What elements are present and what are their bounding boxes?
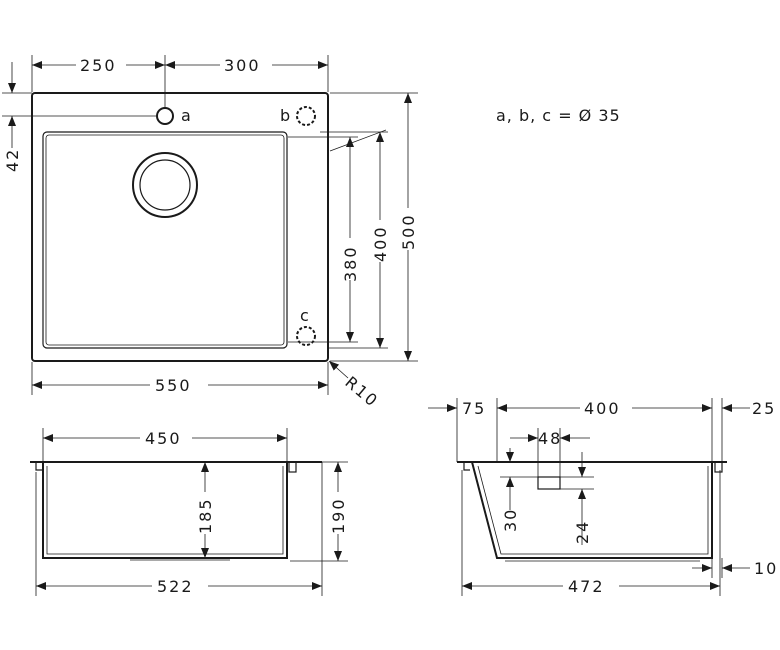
overflow-slot [537,476,561,490]
dim-400-depth: 400 [371,225,390,262]
dim-75: 75 [462,399,486,418]
sink-outer-rim [31,92,329,362]
hole-b-label: b [280,106,292,125]
dim-30: 30 [501,508,520,532]
dim-522: 522 [157,577,194,596]
tap-hole-c-icon [296,326,316,346]
dim-48: 48 [538,429,562,448]
tap-hole-b-icon [296,106,316,126]
front-bowl-profile [42,462,288,559]
dim-r10: R10 [341,373,382,412]
dim-25: 25 [752,399,776,418]
tap-hole-a-icon [156,107,174,125]
hole-c-label: c [300,306,311,325]
dim-24: 24 [573,520,592,544]
dim-185: 185 [196,497,215,534]
front-view: 450 185 190 522 [30,428,348,596]
dim-472: 472 [568,577,605,596]
dim-500: 500 [399,213,418,250]
holes-diameter-note: a, b, c = Ø 35 [496,106,621,125]
side-view: 75 400 25 48 30 24 472 10 [428,397,778,596]
hole-a-label: a [181,106,193,125]
dim-550: 550 [155,376,192,395]
top-view: a b c 250 300 42 380 400 [2,54,418,411]
dim-380: 380 [341,245,360,282]
dim-250: 250 [80,56,117,75]
side-bowl-profile [471,461,713,559]
dim-42: 42 [3,148,22,172]
sink-bowl [42,131,288,349]
drain-inner-ring [139,159,191,211]
drain-outer-ring [132,152,198,218]
dim-450: 450 [145,429,182,448]
dim-10: 10 [754,559,778,578]
dim-300: 300 [224,56,261,75]
dim-190: 190 [329,497,348,534]
dim-400-length: 400 [584,399,621,418]
